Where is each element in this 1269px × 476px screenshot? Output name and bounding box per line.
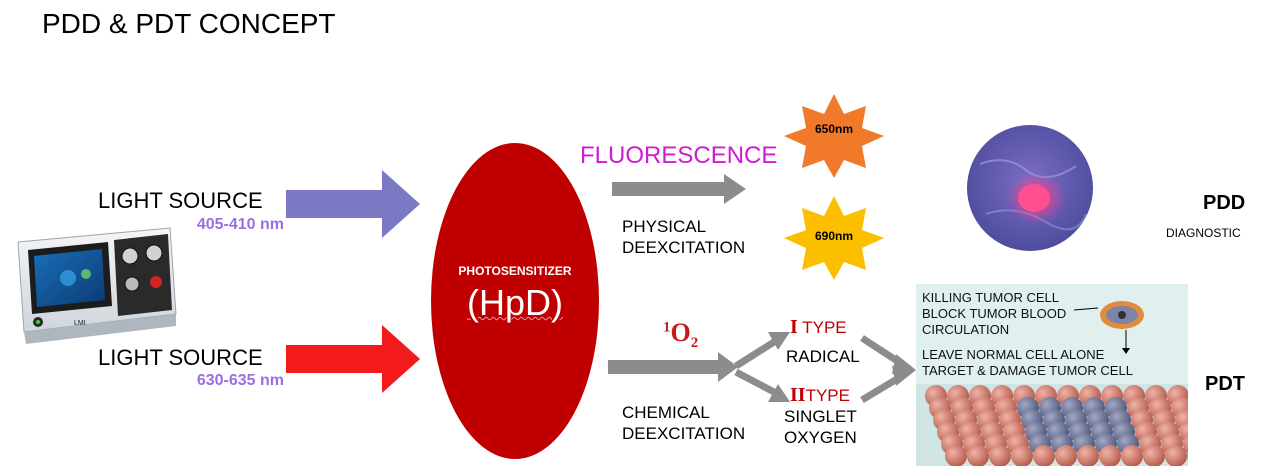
type-2-result: SINGLET OXYGEN [784,407,857,447]
pdd-label: PDD [1203,192,1246,214]
normal-cell [945,445,967,466]
light-source-1-wavelength: 405-410 nm [196,216,284,233]
photosensitizer-label: PHOTOSENSITIZER [458,264,572,278]
normal-cell [1183,434,1188,454]
singlet-oxygen-formula: 1O2 [663,318,699,352]
fluorescence-label: FLUORESCENCE [580,142,778,169]
photosensitizer-name: (HpD) [467,282,563,323]
pdt-label: PDT [1205,373,1245,395]
normal-cell [1121,445,1143,466]
normal-cell [967,445,989,466]
normal-cell [1165,445,1187,466]
light-source-2-arrow [286,325,420,393]
emission-650nm-label: 650nm [814,122,854,136]
laser-device-image: LMI [17,227,177,344]
light-source-1-label: LIGHT SOURCE [98,188,263,213]
page-title: PDD & PDT CONCEPT [42,8,336,39]
chemical-arrow [608,352,738,382]
photosensitizer-ellipse [431,143,599,459]
emission-690nm-label: 690nm [814,229,854,243]
type-1-result: RADICAL [786,347,860,366]
type-2-label: IITYPE [790,384,850,406]
normal-cell [1055,445,1077,466]
pdt-tissue-illustration [916,284,1188,466]
normal-cell [1033,445,1055,466]
light-source-2-wavelength: 630-635 nm [196,372,284,389]
emission-690nm-star [784,196,884,280]
normal-cell [1077,445,1099,466]
emission-650nm-star [784,94,884,178]
pdt-effects-bottom: LEAVE NORMAL CELL ALONE TARGET & DAMAGE … [922,347,1133,378]
device-brand-label: LMI [74,320,86,327]
normal-cell [989,445,1011,466]
fluorescence-arrow [612,174,746,204]
light-source-1-arrow [286,170,420,238]
pdd-fluorescence-image [967,125,1093,251]
branch-arrows [734,332,916,404]
light-source-2-label: LIGHT SOURCE [98,345,263,370]
type-1-label: I TYPE [790,316,847,338]
normal-cell [1011,445,1033,466]
chemical-deexcitation-label: CHEMICAL DEEXCITATION [622,403,746,443]
pdt-effects-top: KILLING TUMOR CELL BLOCK TUMOR BLOOD CIR… [922,290,1067,337]
normal-cell [1143,445,1165,466]
pdd-sublabel: DIAGNOSTIC [1166,226,1241,240]
normal-cell [1099,445,1121,466]
normal-cell [1187,451,1188,461]
physical-deexcitation-label: PHYSICAL DEEXCITATION [622,217,746,257]
